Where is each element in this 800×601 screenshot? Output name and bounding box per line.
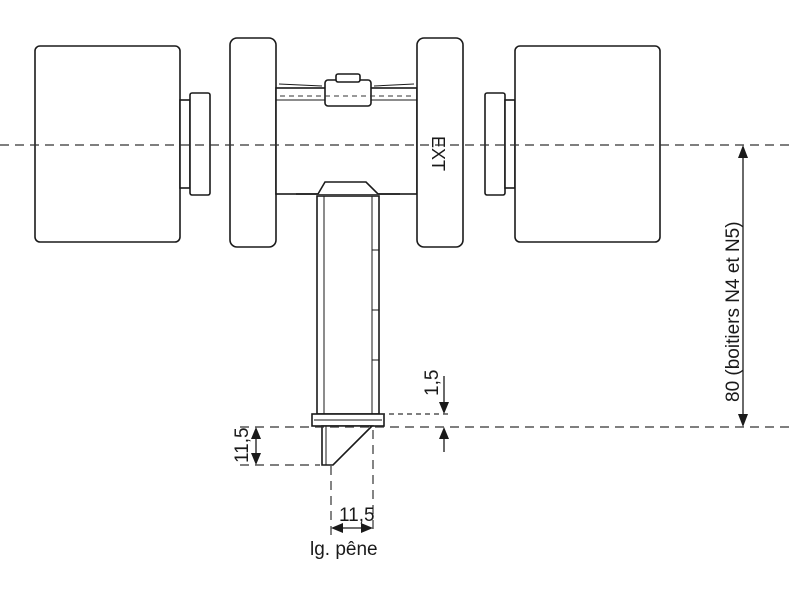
lock-body xyxy=(275,73,418,195)
latch-width-dimension-label: 11,5 xyxy=(339,505,375,526)
latch-height-dimension-label: 11,5 xyxy=(232,427,253,463)
right-rose: EXT xyxy=(416,37,464,248)
side-marking-ext: EXT xyxy=(428,136,448,171)
offset-dimension-label: 1,5 xyxy=(422,370,443,396)
height-dimension-label: 80 (boitiers N4 et N5) xyxy=(723,221,744,402)
latch-neck xyxy=(296,181,400,195)
left-knob xyxy=(34,45,211,243)
left-rose xyxy=(229,37,277,248)
reference-lines xyxy=(240,413,790,535)
offset-dimension: 1,5 xyxy=(422,370,449,452)
right-knob xyxy=(484,45,661,243)
height-dimension: 80 (boitiers N4 et N5) xyxy=(723,145,748,427)
latch-width-caption: lg. pêne xyxy=(310,539,378,560)
latch-tongue xyxy=(321,425,374,466)
latch-width-dimension: 11,5 lg. pêne xyxy=(310,505,378,560)
latch-height-dimension: 11,5 xyxy=(232,427,261,465)
latch-shaft xyxy=(311,195,385,427)
